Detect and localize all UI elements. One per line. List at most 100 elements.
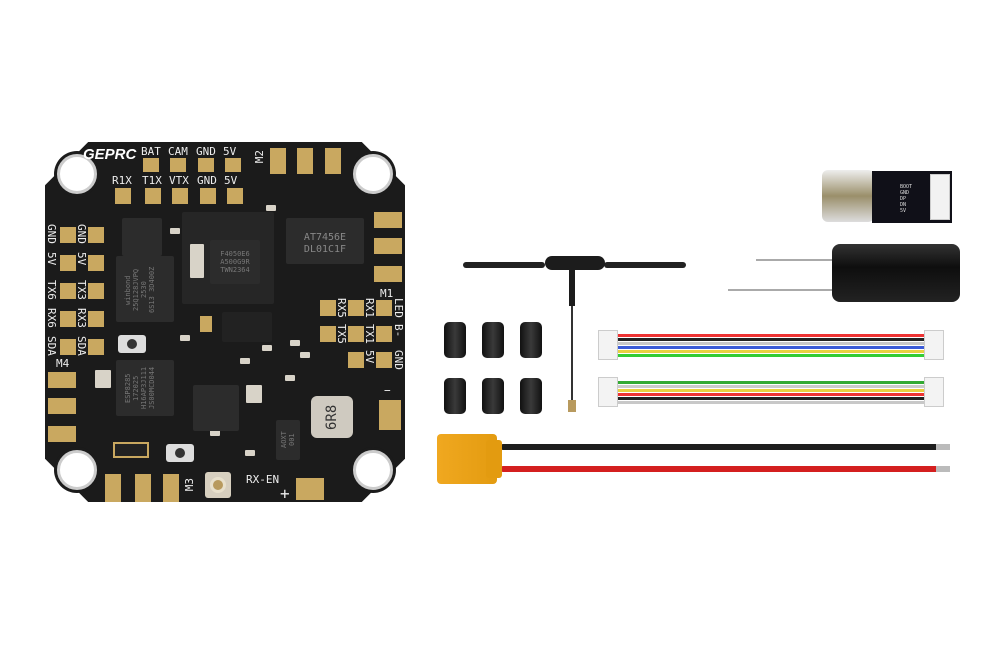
pad-label: GND	[392, 350, 405, 370]
pad-label: GND	[196, 145, 216, 158]
pad-label: RX3	[75, 308, 88, 328]
solder-pad	[376, 352, 392, 368]
rubber-grommet	[520, 322, 542, 358]
smd-component	[285, 375, 295, 381]
xt30-connector-back	[486, 440, 502, 478]
motor-pad	[48, 372, 76, 388]
motor-pad	[135, 474, 151, 502]
solder-pad	[320, 326, 336, 342]
pad-label: TX3	[75, 280, 88, 300]
solder-pad	[320, 300, 336, 316]
solder-pad	[60, 339, 76, 355]
motor-label-m4: M4	[56, 357, 70, 370]
pad-label: RX1	[363, 298, 376, 318]
antenna-ufl-plug	[568, 400, 576, 412]
battery-negative-pad	[379, 400, 401, 430]
rx-en-label: RX-EN	[246, 473, 280, 486]
smd-component	[170, 228, 180, 234]
aoxt-chip-label: AOXT 001	[280, 431, 296, 449]
jst-connector	[598, 330, 618, 360]
motor-pad	[325, 148, 341, 174]
pad-label: R1X	[112, 174, 132, 187]
flash-chip	[116, 256, 174, 322]
smd-component	[180, 335, 190, 341]
pad-label: GND	[45, 224, 58, 244]
jst-cable-wire	[616, 346, 926, 349]
pad-label: GND	[75, 224, 88, 244]
pad-label: LED	[392, 298, 405, 318]
boot-button	[118, 335, 146, 353]
pad-label: SDA	[45, 336, 58, 356]
osd-chip	[286, 218, 364, 264]
pin-label: GND	[900, 190, 910, 196]
pad-label: 5V	[75, 252, 88, 266]
rubber-grommet	[482, 378, 504, 414]
solder-pad	[88, 283, 104, 299]
jst-cable-wire	[616, 397, 926, 400]
pad-label: T1X	[142, 174, 162, 187]
motor-pad	[163, 474, 179, 502]
pad-label: RX5	[335, 298, 348, 318]
pad-label: 5V	[45, 252, 58, 266]
solder-pad	[172, 188, 188, 204]
rx-chip-label: ESP8285 172025 H16AP3J111 JS00MCD044	[124, 366, 156, 410]
aoxt-chip	[276, 420, 300, 460]
solder-pad	[376, 326, 392, 342]
jst-cable-wire	[616, 381, 926, 384]
mount-hole	[353, 154, 393, 194]
usb-adapter-pins: BOOT GND DP DN 5V	[900, 184, 912, 214]
jst-cable-wire	[616, 338, 926, 341]
solder-pad	[143, 158, 159, 172]
solder-pad	[227, 188, 243, 204]
pad-label: VTX	[169, 174, 189, 187]
ufl-antenna-connector	[205, 472, 231, 498]
smd-component	[266, 205, 276, 211]
smd-component	[240, 358, 250, 364]
pad-label: SDA	[75, 336, 88, 356]
pad-label: 5V	[363, 350, 376, 364]
pad-label: GND	[197, 174, 217, 187]
antenna-cable	[571, 306, 573, 402]
smd-component	[290, 340, 300, 346]
capacitor-lead	[728, 289, 836, 291]
smd-component	[200, 316, 212, 332]
antenna-element-right	[604, 262, 686, 268]
jst-connector	[598, 377, 618, 407]
pad-label: TX6	[45, 280, 58, 300]
jst-cable-wire	[616, 334, 926, 337]
usb-c-connector	[822, 170, 874, 222]
pad-label: 5V	[224, 174, 238, 187]
motor-label-m3: M3	[183, 478, 196, 492]
rubber-grommet	[444, 378, 466, 414]
crystal	[190, 244, 204, 278]
pad-label: TX5	[335, 324, 348, 344]
solder-pad	[88, 311, 104, 327]
rx-chip	[116, 360, 174, 416]
osd-chip-label: AT7456E DL01C1F	[303, 232, 347, 255]
smd-component	[245, 450, 255, 456]
solder-pad	[170, 158, 186, 172]
mcu-chip-label: F4050E6 A500G9R TWN2364	[210, 240, 260, 284]
capacitor	[832, 244, 960, 302]
voltage-regulator	[222, 312, 272, 342]
motor-pad	[48, 426, 76, 442]
wire-tip	[936, 466, 950, 472]
solder-pad	[60, 283, 76, 299]
motor-pad	[374, 238, 402, 254]
mount-hole	[57, 450, 97, 490]
motor-pad	[105, 474, 121, 502]
motor-pad	[48, 398, 76, 414]
mount-hole	[353, 450, 393, 490]
antenna-element-left	[463, 262, 545, 268]
crystal-oscillator	[113, 442, 149, 458]
solder-pad	[348, 300, 364, 316]
solder-pad	[348, 352, 364, 368]
jst-connector	[924, 377, 944, 407]
smd-component	[262, 345, 272, 351]
geprc-logo: GEPRC	[83, 146, 137, 163]
usb-adapter-jst-socket	[930, 174, 950, 220]
motor-pad	[270, 148, 286, 174]
plus-label: +	[280, 484, 290, 503]
motor-pad	[374, 266, 402, 282]
pad-label: BAT	[141, 145, 161, 158]
